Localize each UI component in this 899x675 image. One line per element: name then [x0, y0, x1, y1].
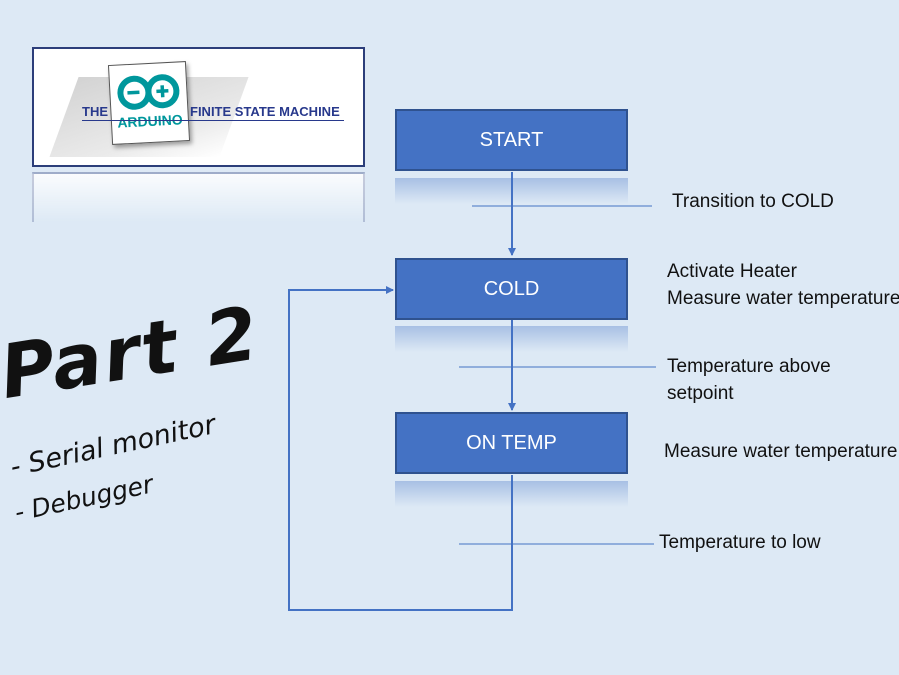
transition-label-1: Transition to COLD — [672, 191, 834, 212]
state-on-temp: ON TEMP — [395, 412, 628, 474]
cold-action-2: Measure water temperature — [667, 288, 899, 309]
logo-prefix: THE — [82, 104, 108, 119]
logo-suffix: FINITE STATE MACHINE — [190, 104, 340, 119]
cold-action-1: Activate Heater — [667, 261, 797, 282]
state-cold-reflection — [395, 326, 628, 352]
state-start-label: START — [479, 128, 544, 151]
logo-underline — [82, 120, 344, 121]
state-on-temp-label: ON TEMP — [466, 431, 557, 454]
state-start: START — [395, 109, 628, 171]
arrow-ontemp-cold-loop — [288, 286, 513, 611]
state-start-reflection — [395, 178, 628, 204]
state-cold: COLD — [395, 258, 628, 320]
transition-label-2-line1: Temperature above — [667, 356, 831, 377]
logo-card: ARDUINO THE FINITE STATE MACHINE — [32, 47, 365, 167]
transition-label-2-line2: setpoint — [667, 383, 734, 404]
transition-label-3: Temperature to low — [659, 532, 821, 553]
logo-reflection — [32, 172, 365, 222]
ontemp-action: Measure water temperature — [664, 441, 898, 462]
state-cold-label: COLD — [483, 277, 540, 300]
state-on-temp-reflection — [395, 481, 628, 507]
